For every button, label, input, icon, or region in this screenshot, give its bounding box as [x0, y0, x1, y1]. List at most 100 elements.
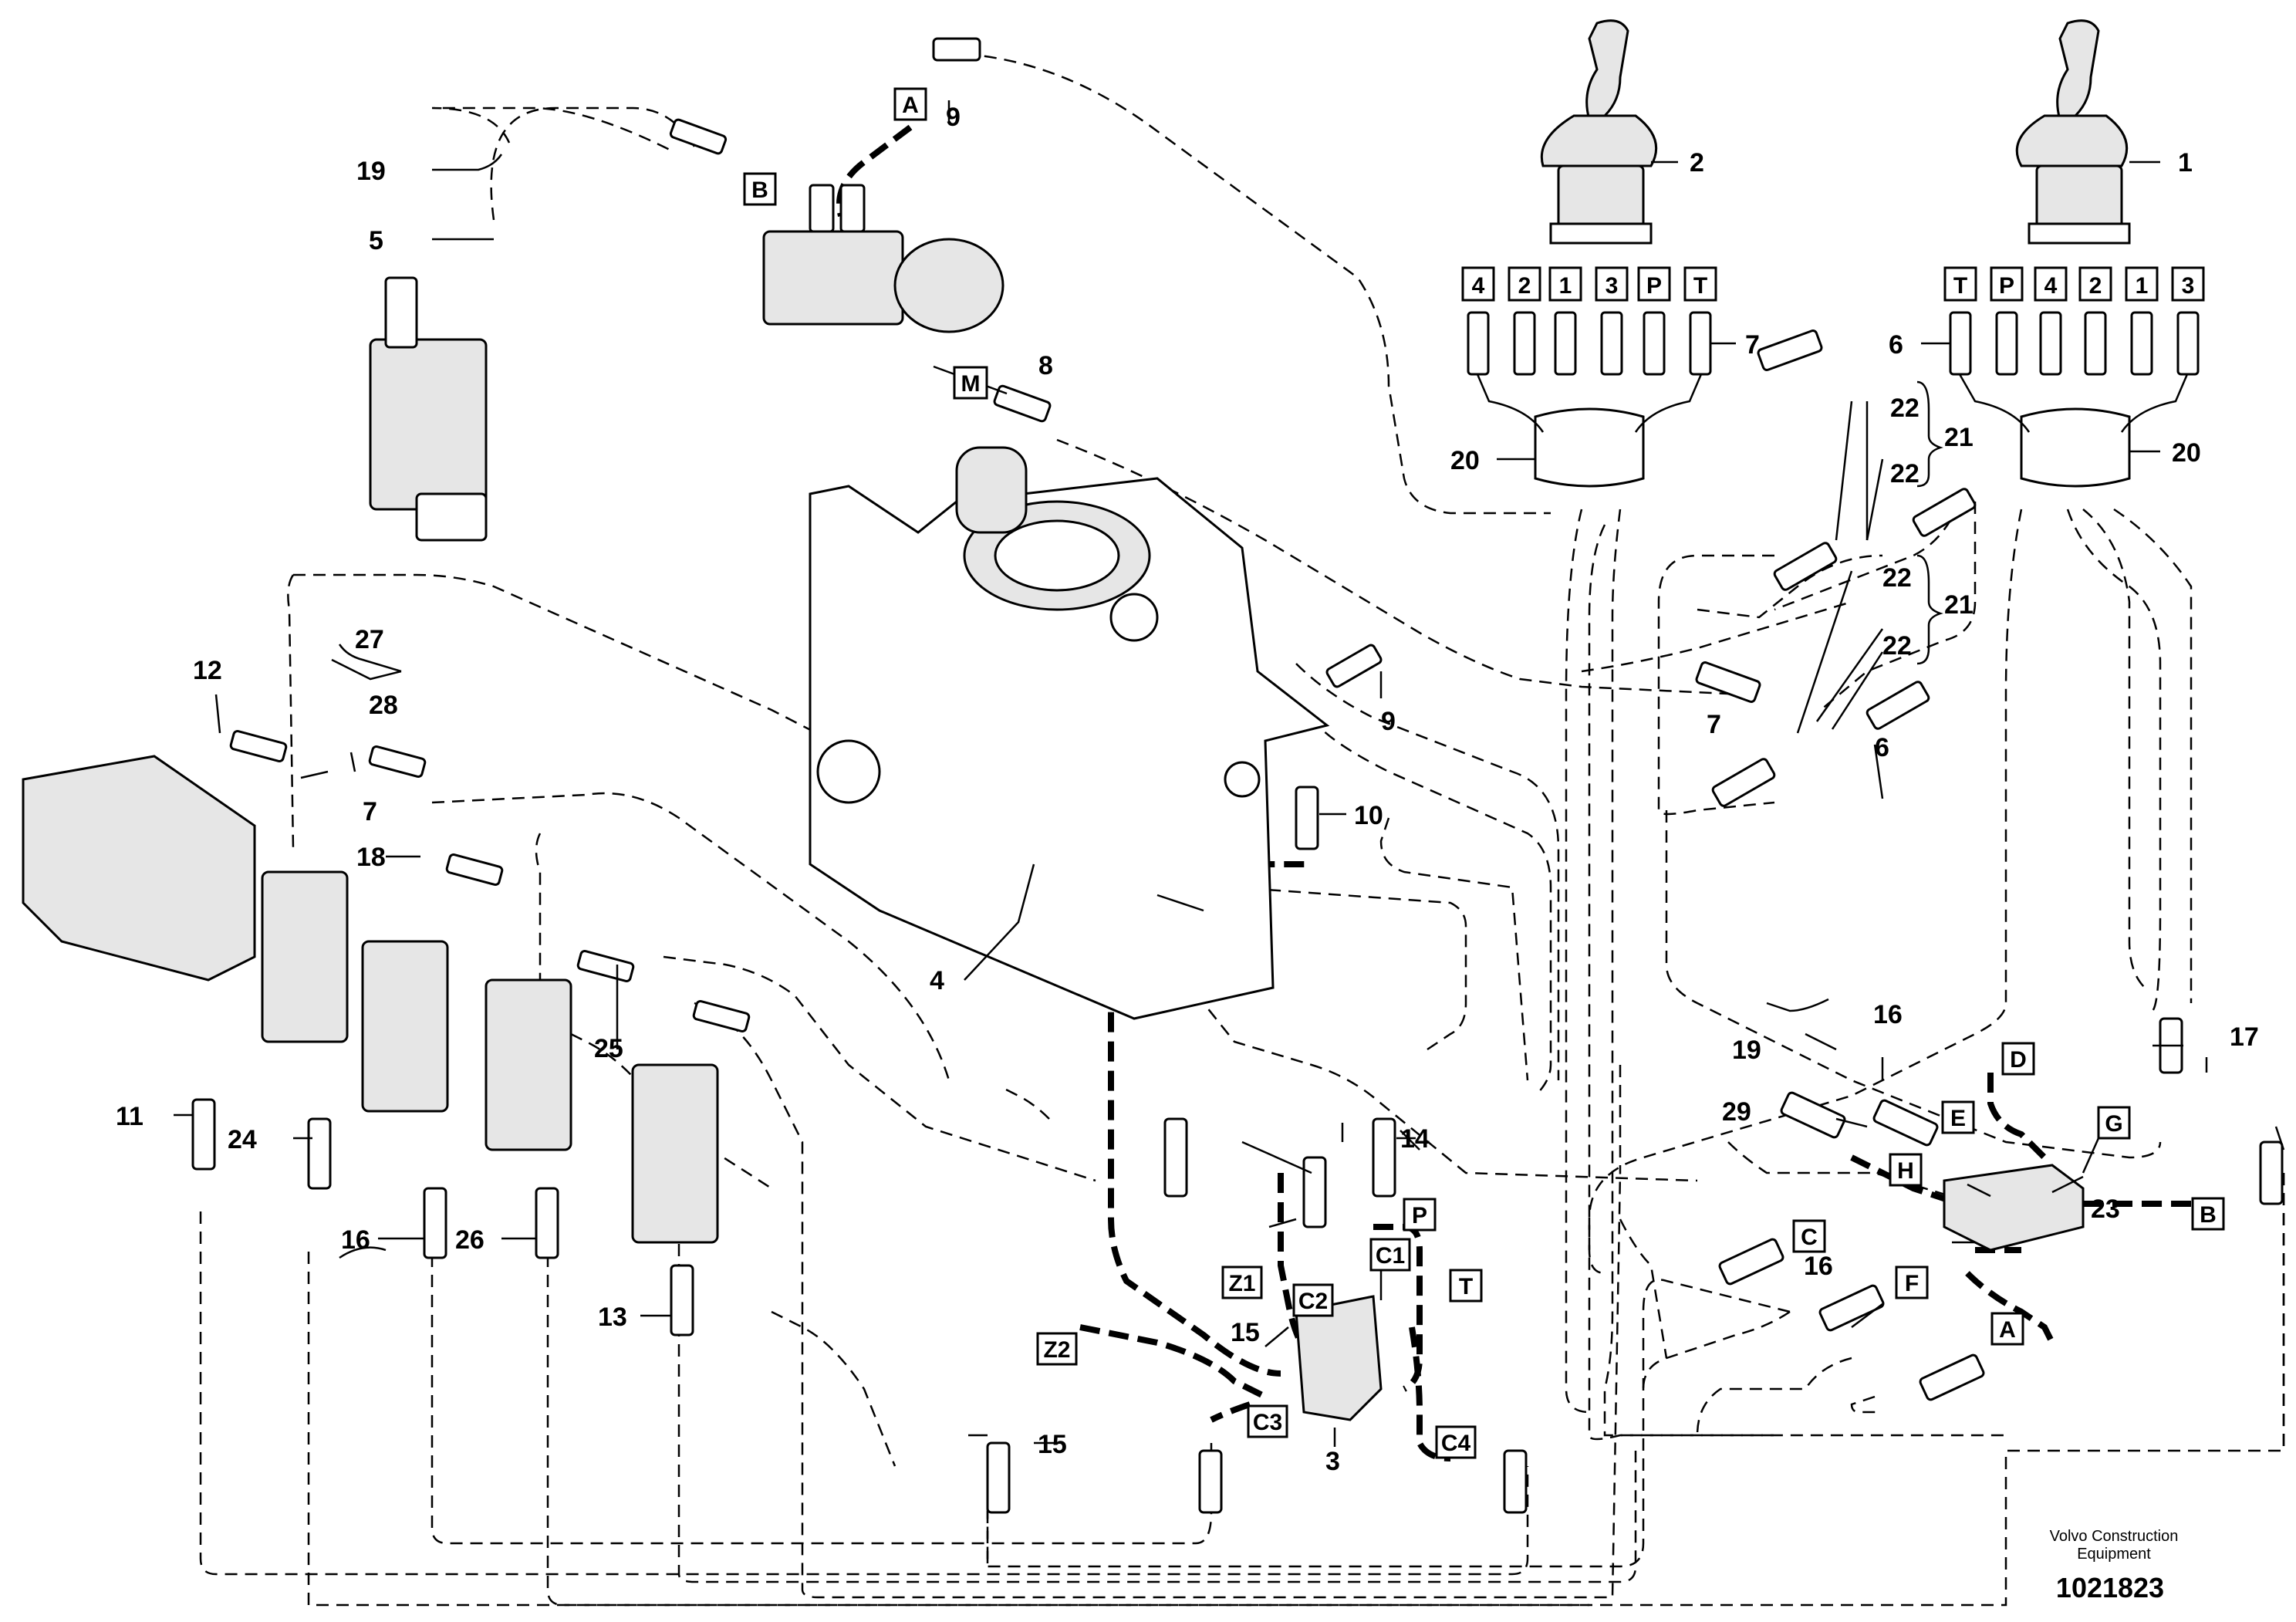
control-valve-stack	[22, 755, 719, 1244]
label-T: T	[1449, 1269, 1483, 1303]
svg-text:3: 3	[2182, 273, 2195, 299]
callout-19b: 19	[1732, 1036, 1761, 1065]
left-joystick-port-labels: 4 2 1 3 P T	[1461, 266, 1717, 302]
label-C3: C3	[1247, 1404, 1288, 1438]
callout-4: 4	[930, 966, 944, 995]
callout-12: 12	[193, 656, 222, 685]
callout-23: 23	[2091, 1195, 2120, 1224]
callout-26: 26	[455, 1225, 485, 1255]
label-A-top: A	[893, 87, 927, 121]
svg-text:C: C	[1801, 1225, 1818, 1250]
callout-21b: 21	[1944, 590, 1974, 620]
svg-text:1: 1	[2136, 273, 2149, 299]
manifold-block	[369, 276, 488, 542]
left-joystick-fittings	[1467, 311, 1712, 376]
svg-text:H: H	[1897, 1158, 1914, 1184]
label-A-bottom: A	[1990, 1312, 2024, 1346]
svg-text:T: T	[1693, 273, 1707, 299]
document-number: 1021823	[2056, 1572, 2164, 1603]
svg-text:T: T	[1953, 273, 1967, 299]
svg-text:A: A	[902, 93, 919, 118]
callout-8: 8	[1038, 351, 1053, 380]
hose-routes	[199, 52, 2285, 1607]
svg-text:M: M	[961, 371, 981, 397]
label-E: E	[1941, 1100, 1975, 1134]
callout-16b: 16	[1804, 1252, 1833, 1281]
callout-10: 10	[1354, 801, 1383, 830]
callout-13: 13	[598, 1303, 627, 1332]
svg-text:1: 1	[1559, 273, 1572, 299]
svg-text:B: B	[2200, 1202, 2217, 1228]
label-F: F	[1895, 1265, 1929, 1299]
callout-15a: 15	[1231, 1318, 1260, 1347]
label-C4: C4	[1435, 1425, 1477, 1459]
callout-7c: 7	[363, 797, 377, 826]
valve-block-3	[1295, 1295, 1383, 1421]
svg-text:C1: C1	[1376, 1243, 1405, 1269]
callout-1: 1	[2178, 148, 2193, 177]
callout-15b: 15	[1038, 1430, 1067, 1459]
callout-20b: 20	[2172, 438, 2201, 468]
label-C2: C2	[1292, 1283, 1334, 1317]
part-number-callouts: 1 2 3 4 5 6 6 7 7 7 8 9 9 10 11 12 13 14…	[116, 103, 2259, 1476]
callout-18: 18	[356, 843, 386, 872]
hydraulic-tank	[809, 446, 1330, 1020]
callout-9b: 9	[1381, 707, 1396, 736]
label-D: D	[2001, 1042, 2035, 1076]
label-H: H	[1889, 1153, 1923, 1187]
svg-text:B: B	[751, 177, 768, 203]
joystick-left	[1540, 19, 1658, 245]
right-joystick-fittings	[1949, 311, 2200, 376]
svg-text:2: 2	[1518, 273, 1531, 299]
credit-block: Volvo Construction Equipment 1021823	[2050, 1528, 2179, 1603]
svg-text:4: 4	[2044, 273, 2058, 299]
right-joystick-port-labels: T P 4 2 1 3	[1943, 266, 2205, 302]
svg-text:G: G	[2105, 1111, 2122, 1137]
callout-27: 27	[355, 625, 384, 654]
joystick-right	[2015, 19, 2131, 245]
callout-16a: 16	[1873, 1000, 1903, 1029]
svg-text:C3: C3	[1253, 1410, 1282, 1435]
label-B-top: B	[743, 172, 777, 206]
callout-9a: 9	[946, 103, 961, 132]
callout-14: 14	[1400, 1124, 1430, 1154]
fittings	[191, 37, 2284, 1514]
clamp-braces	[338, 380, 1943, 673]
accumulator-valve	[762, 184, 1004, 333]
svg-text:E: E	[1950, 1106, 1966, 1131]
credit-line-1: Volvo Construction	[2050, 1528, 2179, 1545]
svg-text:3: 3	[1606, 273, 1619, 299]
svg-text:T: T	[1459, 1274, 1473, 1299]
svg-text:P: P	[1646, 273, 1662, 299]
credit-line-2: Equipment	[2077, 1546, 2151, 1563]
svg-text:4: 4	[1472, 273, 1485, 299]
callout-22d: 22	[1882, 631, 1912, 661]
callout-7b: 7	[1707, 710, 1721, 739]
callout-6b: 6	[1875, 733, 1889, 762]
connection-labels: A B M Z1 Z2 C1 C2 C3	[743, 87, 2225, 1459]
svg-text:F: F	[1905, 1271, 1919, 1296]
label-P: P	[1403, 1198, 1437, 1232]
callout-5: 5	[369, 226, 383, 255]
label-C1: C1	[1369, 1238, 1411, 1272]
callout-3: 3	[1325, 1447, 1340, 1476]
callout-28: 28	[369, 691, 398, 720]
protective-sleeves	[1476, 373, 2189, 488]
svg-text:C2: C2	[1298, 1289, 1328, 1314]
svg-text:P: P	[1412, 1203, 1427, 1228]
svg-text:P: P	[1999, 273, 2014, 299]
valve-block-23	[1943, 1164, 2085, 1252]
callout-29: 29	[1722, 1097, 1751, 1127]
label-C: C	[1792, 1219, 1826, 1253]
callout-17: 17	[2230, 1022, 2259, 1052]
callout-6a: 6	[1889, 330, 1903, 360]
label-B-right: B	[2191, 1197, 2225, 1231]
callout-11: 11	[116, 1102, 144, 1131]
callout-22c: 22	[1882, 563, 1912, 593]
callout-22a: 22	[1890, 394, 1920, 423]
svg-text:D: D	[2010, 1047, 2027, 1073]
callout-19a: 19	[356, 157, 386, 186]
label-Z2: Z2	[1036, 1332, 1078, 1366]
svg-text:A: A	[1999, 1317, 2016, 1343]
